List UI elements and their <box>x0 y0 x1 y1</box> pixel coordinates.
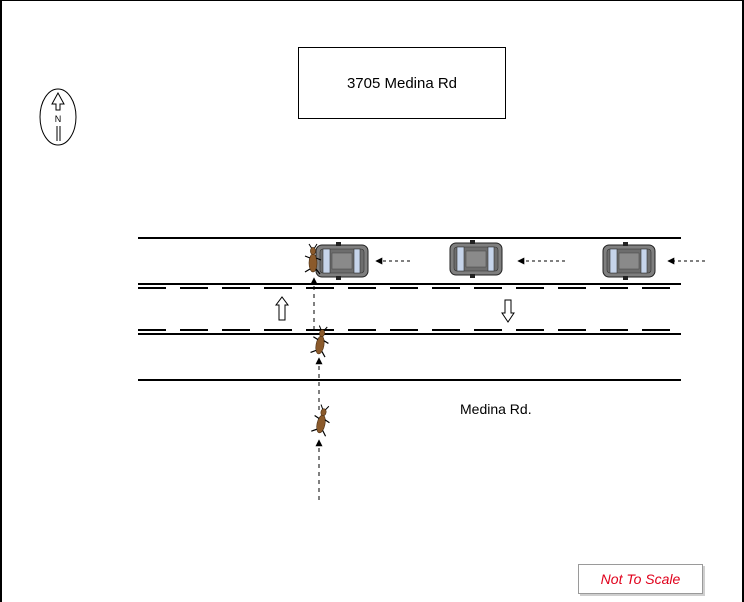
deer-approach-icon <box>310 403 334 438</box>
address-box: 3705 Medina Rd <box>298 47 506 119</box>
address-label: 3705 Medina Rd <box>346 74 458 92</box>
deer-path-arrows <box>310 277 323 500</box>
vehicle-3-icon <box>602 241 656 281</box>
road-lines <box>138 237 681 381</box>
vehicle-2-icon <box>449 239 503 279</box>
road-name-label: Medina Rd. <box>460 401 532 417</box>
north-compass-icon: N <box>39 88 77 146</box>
vehicle-1-icon <box>315 241 369 281</box>
lane-direction-arrow-westbound <box>275 296 289 321</box>
lane-direction-arrow-eastbound <box>501 299 515 323</box>
not-to-scale-label: Not To Scale <box>600 571 681 587</box>
not-to-scale-box: Not To Scale <box>578 564 703 594</box>
compass-letter: N <box>55 114 62 124</box>
